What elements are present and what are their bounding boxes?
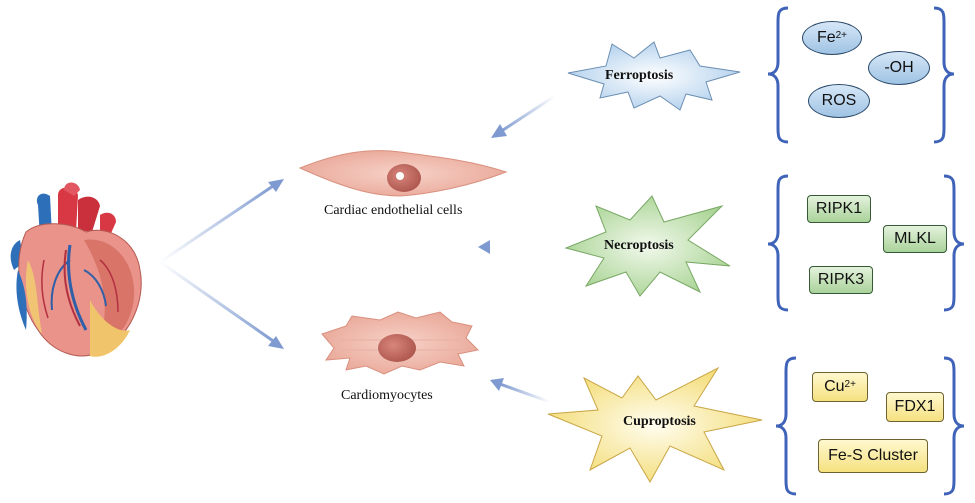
endothelial-cells-label: Cardiac endothelial cells: [324, 203, 463, 218]
necroptosis-arrow: [478, 240, 565, 254]
cuproptosis-arrow: [490, 378, 551, 404]
cardiomyocytes-label: Cardiomyocytes: [341, 388, 433, 403]
necroptosis-brace: [767, 174, 965, 312]
ripk1-node: RIPK1: [807, 195, 871, 223]
ros-node: ROS: [808, 84, 870, 118]
necroptosis-shape: [564, 195, 731, 297]
ripk3-node: RIPK3: [809, 266, 873, 294]
mlkl-node: MLKL: [883, 225, 947, 253]
heart-to-cardiomyocytes-arrow: [159, 260, 284, 349]
heart-illustration: [10, 182, 142, 357]
ferroptosis-shape: [567, 41, 741, 111]
fe-ion-charge: 2+: [835, 29, 848, 41]
fdx1-node: FDX1: [886, 392, 944, 422]
hydroxyl-node: -OH: [868, 51, 930, 85]
cu-ion-label: Cu: [824, 378, 845, 395]
heart-to-endothelial-arrow: [159, 179, 284, 264]
ferroptosis-label: Ferroptosis: [605, 68, 674, 83]
ferroptosis-brace: [767, 6, 955, 144]
ferroptosis-arrow: [491, 94, 556, 138]
cuproptosis-shape: [547, 366, 763, 484]
endothelial-cell-illustration: [298, 150, 508, 197]
cardiomyocyte-illustration: [321, 311, 480, 375]
cuproptosis-label: Cuproptosis: [623, 414, 696, 429]
cuproptosis-brace: [775, 356, 965, 496]
fe-ion-label: Fe: [816, 29, 836, 46]
fe-s-cluster-node: Fe-S Cluster: [818, 439, 928, 473]
necroptosis-label: Necroptosis: [604, 238, 674, 253]
cu-ion-charge: 2+: [844, 378, 856, 390]
